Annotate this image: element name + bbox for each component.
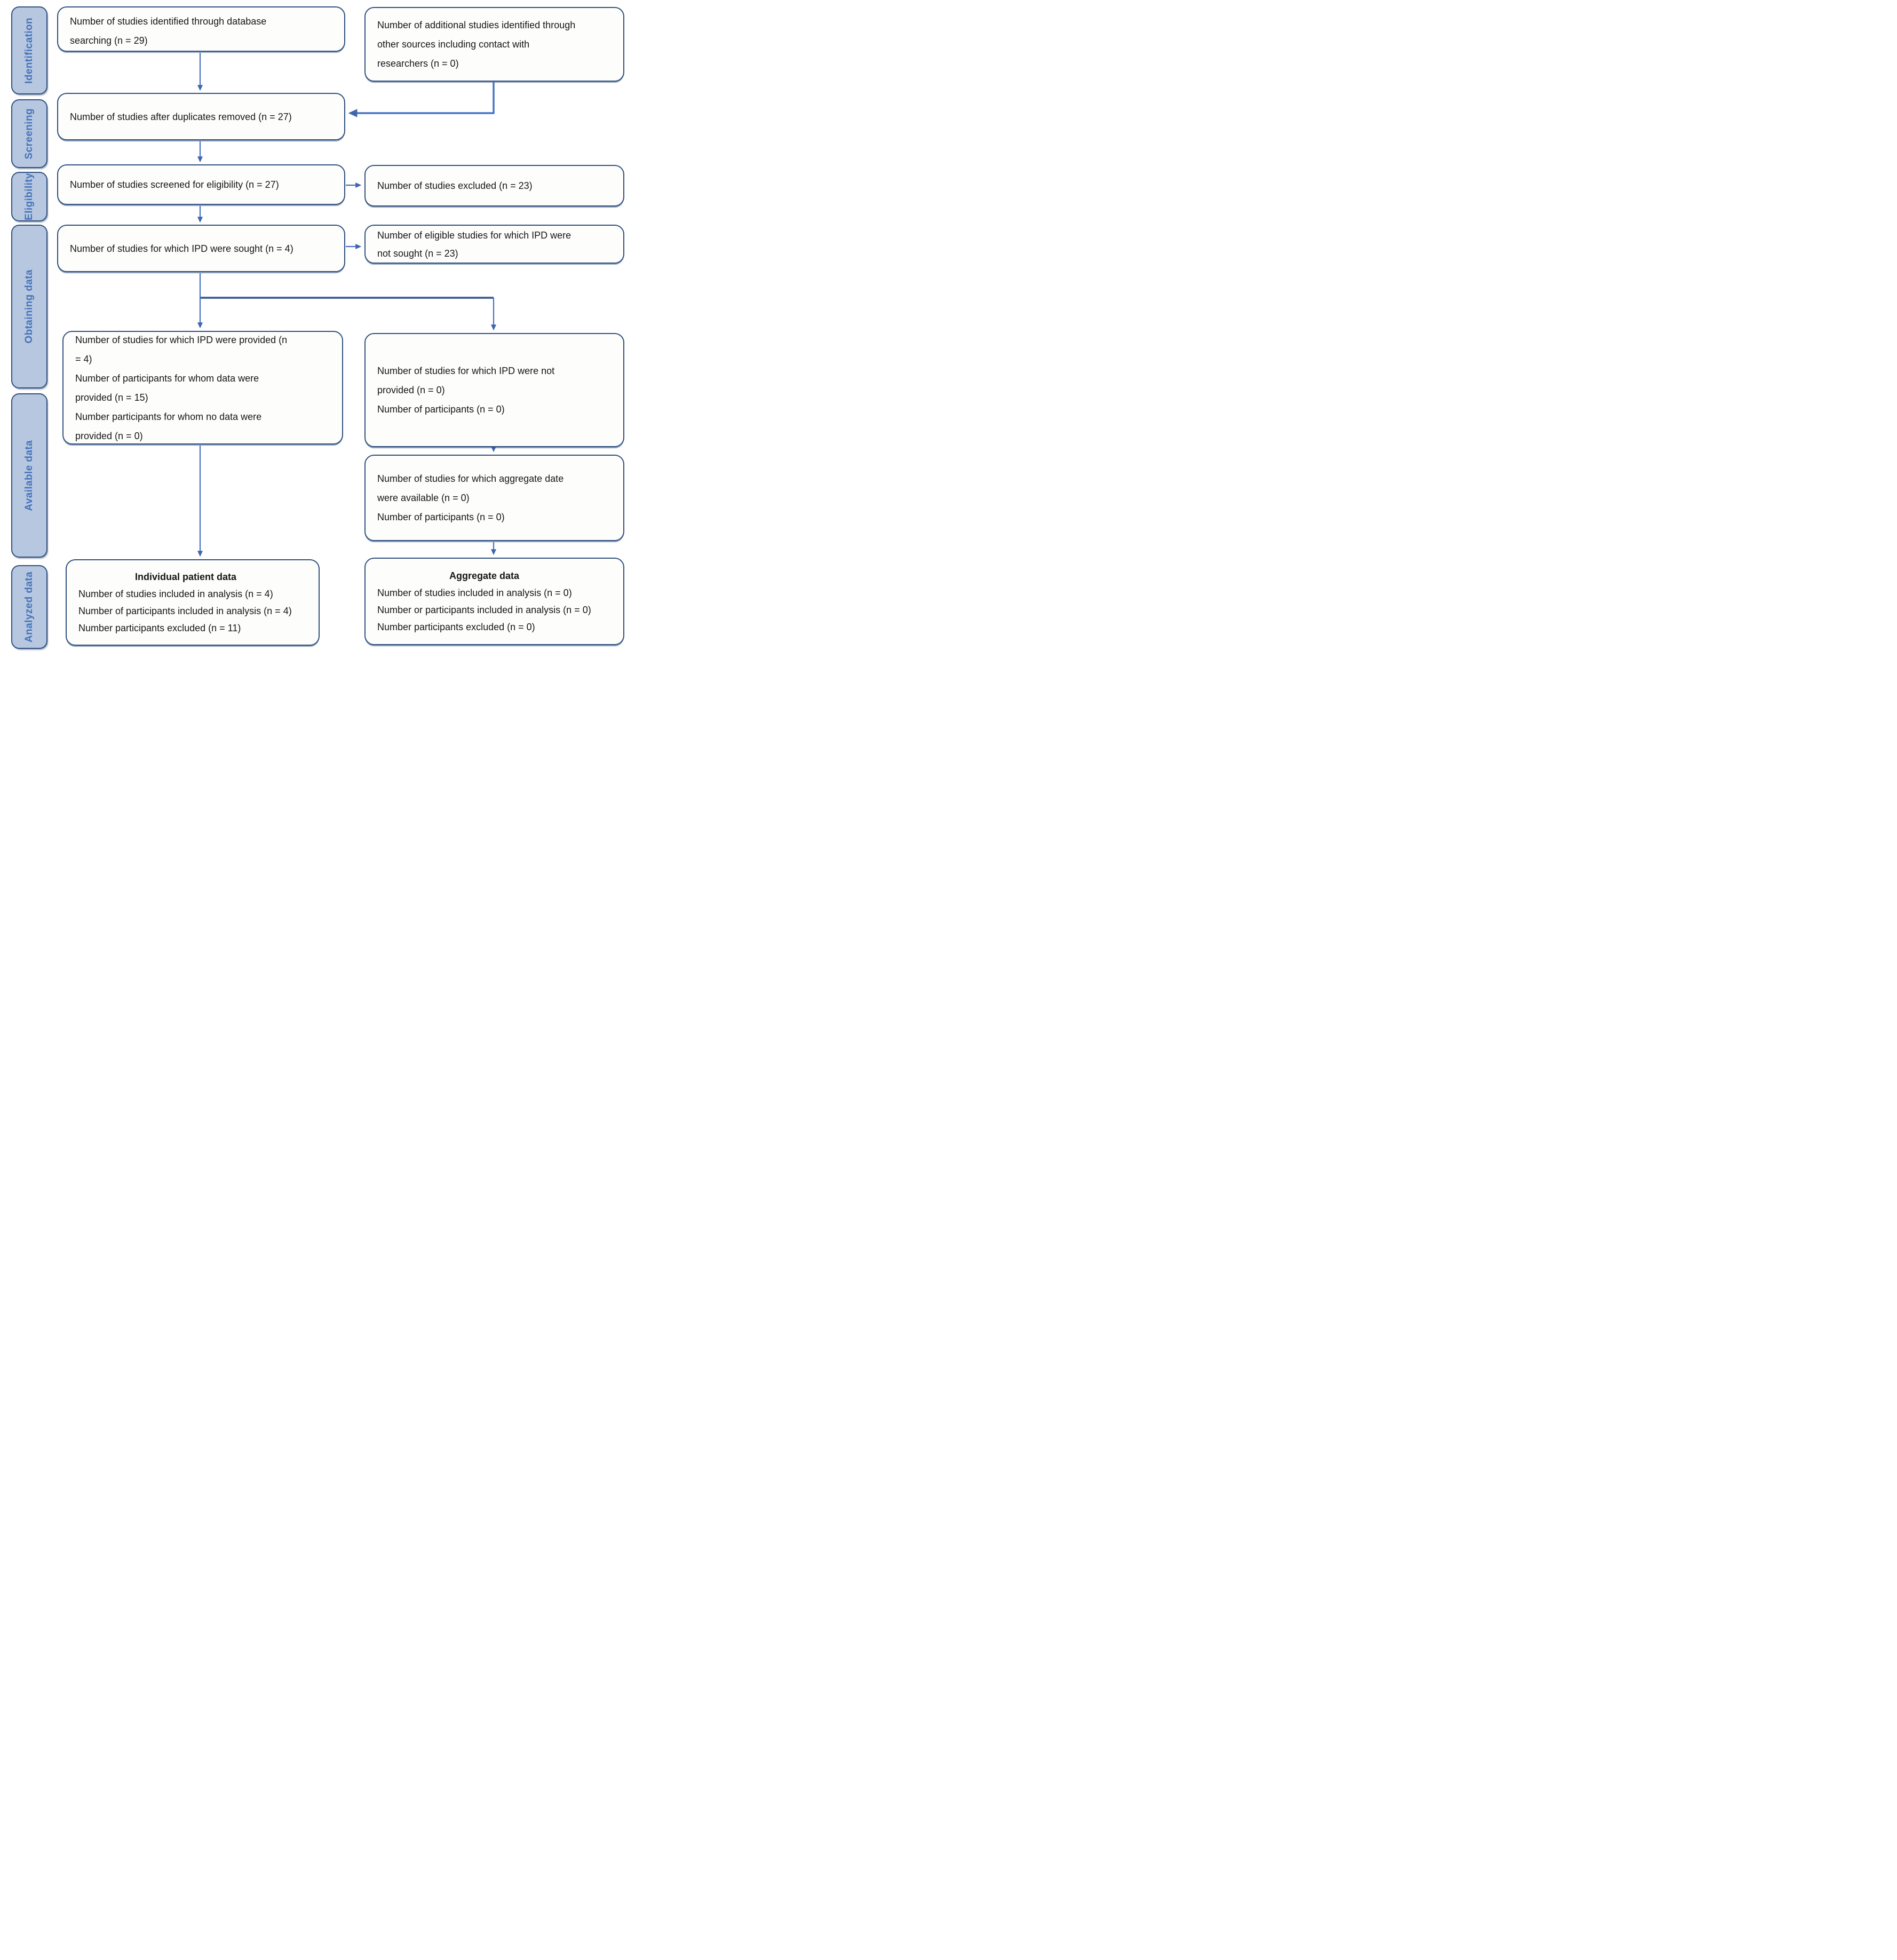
node-text-line: Number of studies included in analysis (… [78,589,273,599]
stage-eligibility: Eligibility [11,172,47,221]
node-text-line: Number of studies for which IPD were sou… [70,243,293,254]
stage-obtaining-data: Obtaining data [11,225,47,388]
node-text-line: Number of eligible studies for which IPD… [377,229,572,259]
node-title: Aggregate data [449,570,520,581]
node-text-line: Number of studies excluded (n = 23) [377,180,533,191]
stage-screening: Screening [11,99,47,168]
node-text-line: Number of studies screened for eligibili… [70,179,279,190]
node-identified: Number of studies identified through dat… [57,6,345,52]
node-ipd-provided: Number of studies for which IPD were pro… [62,331,343,445]
stage-label: Available data [23,440,35,511]
node-text-line: Number of studies after duplicates remov… [70,111,292,122]
node-text-line: Number of participants for whom data wer… [75,372,259,403]
node-ipd-analyzed: Individual patient data Number of studie… [66,559,320,646]
node-text-line: Number of participants (n = 0) [377,404,505,415]
node-text-line: Number of studies included in analysis (… [377,588,572,598]
stage-available-data: Available data [11,393,47,558]
node-text-line: Number participants excluded (n = 0) [377,622,535,632]
node-ipd-not-provided: Number of studies for which IPD were not… [364,333,624,447]
node-text-line: Number of studies for which IPD were pro… [75,334,288,364]
node-text-line: Number or participants included in analy… [377,605,591,615]
node-title: Individual patient data [134,572,237,582]
stage-label: Identification [23,17,35,84]
stage-label: Screening [23,108,35,160]
prisma-flow-diagram: Identification Screening Eligibility Obt… [0,0,632,653]
node-additional-sources: Number of additional studies identified … [364,7,624,82]
node-text-line: Number participants for whom no data wer… [75,411,262,441]
stage-label: Obtaining data [23,269,35,344]
stage-identification: Identification [11,6,47,94]
node-text-line: Number of studies identified through dat… [70,16,267,46]
stage-label: Analyzed data [23,572,35,642]
node-ipd-sought: Number of studies for which IPD were sou… [57,225,345,272]
connector-additional-to-duplicates [348,82,495,117]
node-text-line: Number of participants included in analy… [78,606,292,616]
node-text-line: Number of studies for which aggregate da… [377,473,564,503]
node-text-line: Number of additional studies identified … [377,20,576,69]
node-ipd-not-sought: Number of eligible studies for which IPD… [364,225,624,264]
node-excluded: Number of studies excluded (n = 23) [364,165,624,207]
stage-analyzed-data: Analyzed data [11,565,47,649]
node-screened: Number of studies screened for eligibili… [57,164,345,205]
node-text-line: Number participants excluded (n = 11) [78,623,241,633]
node-duplicates-removed: Number of studies after duplicates remov… [57,93,345,140]
node-aggregate-available: Number of studies for which aggregate da… [364,455,624,541]
node-text-line: Number of participants (n = 0) [377,512,505,522]
node-text-line: Number of studies for which IPD were not… [377,366,555,395]
node-aggregate-analyzed: Aggregate data Number of studies include… [364,558,624,645]
stage-label: Eligibility [23,173,35,220]
